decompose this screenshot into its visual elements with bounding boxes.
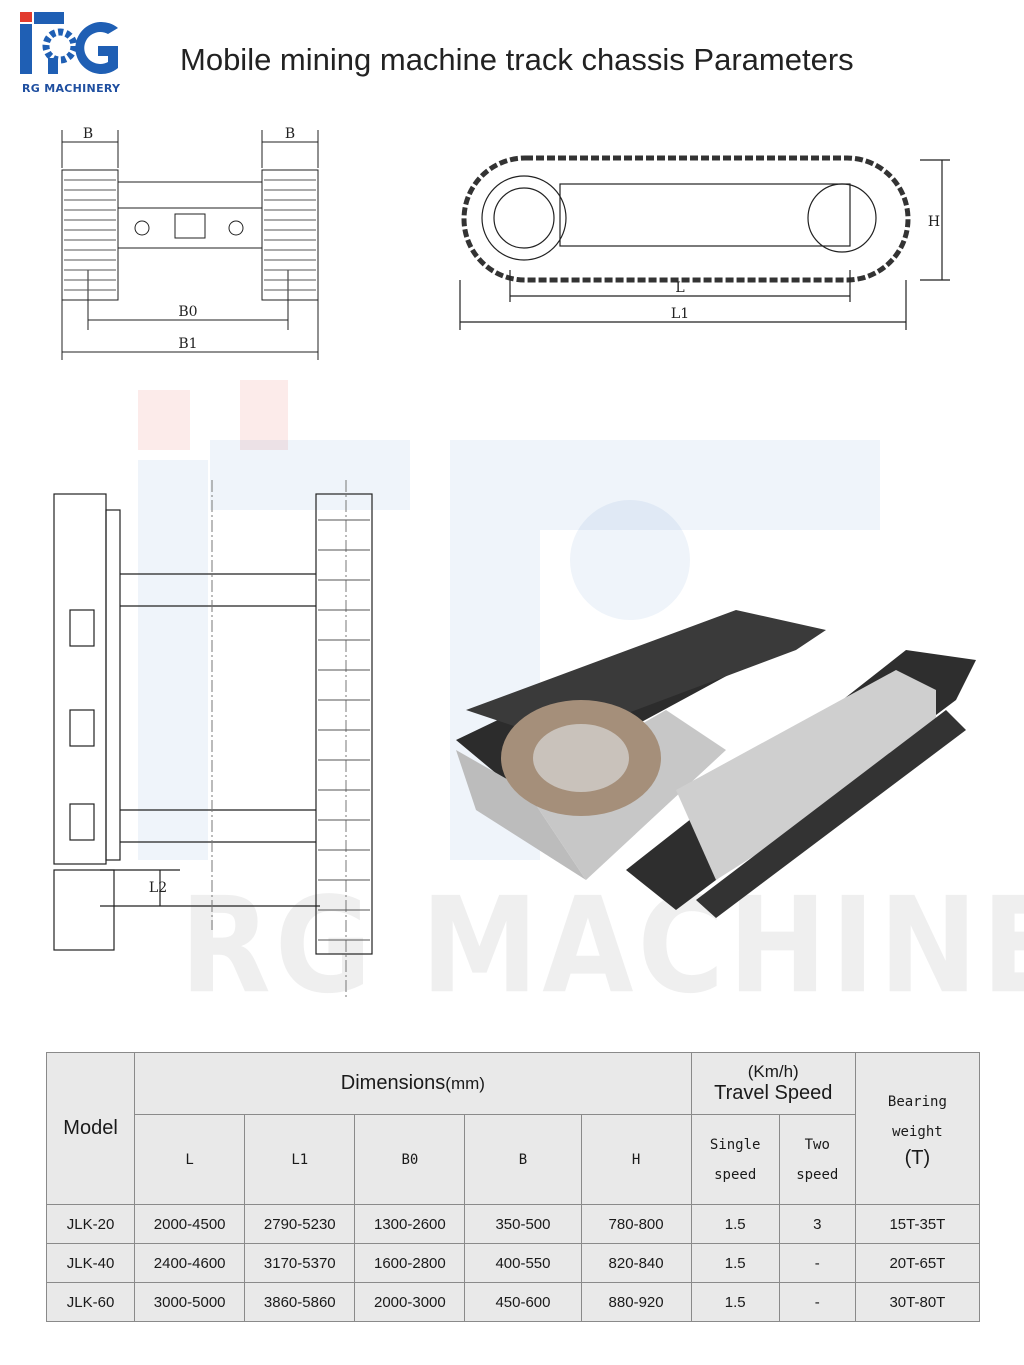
col-header-b: B: [464, 1114, 582, 1205]
parameters-table: Model Dimensions(mm) (Km/h) Travel Speed…: [45, 1052, 981, 1322]
dim-label-b1: B1: [178, 336, 197, 352]
col-header-l1: L1: [244, 1114, 356, 1205]
table-cell: 2790-5230: [244, 1204, 356, 1244]
page-title: Mobile mining machine track chassis Para…: [180, 42, 854, 77]
watermark-text: RG MACHINERY: [180, 868, 1024, 1023]
dim-label-b-right: B: [285, 126, 295, 142]
travel-speed-header: (Km/h) Travel Speed: [690, 1052, 856, 1115]
table-cell: 350-500: [464, 1204, 582, 1244]
table-cell: JLK-60: [45, 1282, 136, 1322]
table-cell: 20T-65T: [854, 1243, 981, 1283]
model-header: Model: [45, 1052, 136, 1205]
table-cell: 780-800: [580, 1204, 692, 1244]
dim-label-l2: L2: [149, 880, 167, 896]
table-cell: 3: [778, 1204, 856, 1244]
table-cell: 1.5: [690, 1282, 780, 1322]
brand-name: RG MACHINERY: [22, 82, 121, 95]
dim-label-h: H: [928, 214, 940, 230]
side-view-drawing: H L L1: [459, 155, 950, 330]
table-cell: 3860-5860: [244, 1282, 356, 1322]
track-chassis-photo: [456, 610, 976, 918]
watermark-logo: [138, 380, 880, 860]
top-view-drawing: L2: [53, 480, 373, 1000]
table-cell: JLK-40: [45, 1243, 136, 1283]
dim-label-l: L: [675, 280, 684, 296]
table-cell: 30T-80T: [854, 1282, 981, 1322]
table-cell: 2000-3000: [354, 1282, 466, 1322]
table-cell: JLK-20: [45, 1204, 136, 1244]
table-cell: -: [778, 1282, 856, 1322]
dim-label-b0: B0: [178, 304, 197, 320]
dimensions-header: Dimensions(mm): [134, 1052, 692, 1115]
table-cell: 1.5: [690, 1243, 780, 1283]
brand-logo: [18, 10, 128, 100]
table-cell: 880-920: [580, 1282, 692, 1322]
table-cell: 3000-5000: [134, 1282, 246, 1322]
table-cell: -: [778, 1243, 856, 1283]
table-cell: 450-600: [464, 1282, 582, 1322]
table-cell: 1300-2600: [354, 1204, 466, 1244]
dim-label-l1: L1: [671, 306, 689, 322]
col-header-b0: B0: [354, 1114, 466, 1205]
table-cell: 1600-2800: [354, 1243, 466, 1283]
bearing-weight-header: Bearing weight (T): [854, 1052, 981, 1205]
table-cell: 2000-4500: [134, 1204, 246, 1244]
front-view-drawing: B B B0 B1: [61, 126, 319, 360]
table-cell: 15T-35T: [854, 1204, 981, 1244]
table-cell: 400-550: [464, 1243, 582, 1283]
table-cell: 1.5: [690, 1204, 780, 1244]
dim-label-b-left: B: [83, 126, 93, 142]
table-cell: 3170-5370: [244, 1243, 356, 1283]
table-cell: 2400-4600: [134, 1243, 246, 1283]
table-cell: 820-840: [580, 1243, 692, 1283]
col-header-l: L: [134, 1114, 246, 1205]
col-header-h: H: [580, 1114, 692, 1205]
